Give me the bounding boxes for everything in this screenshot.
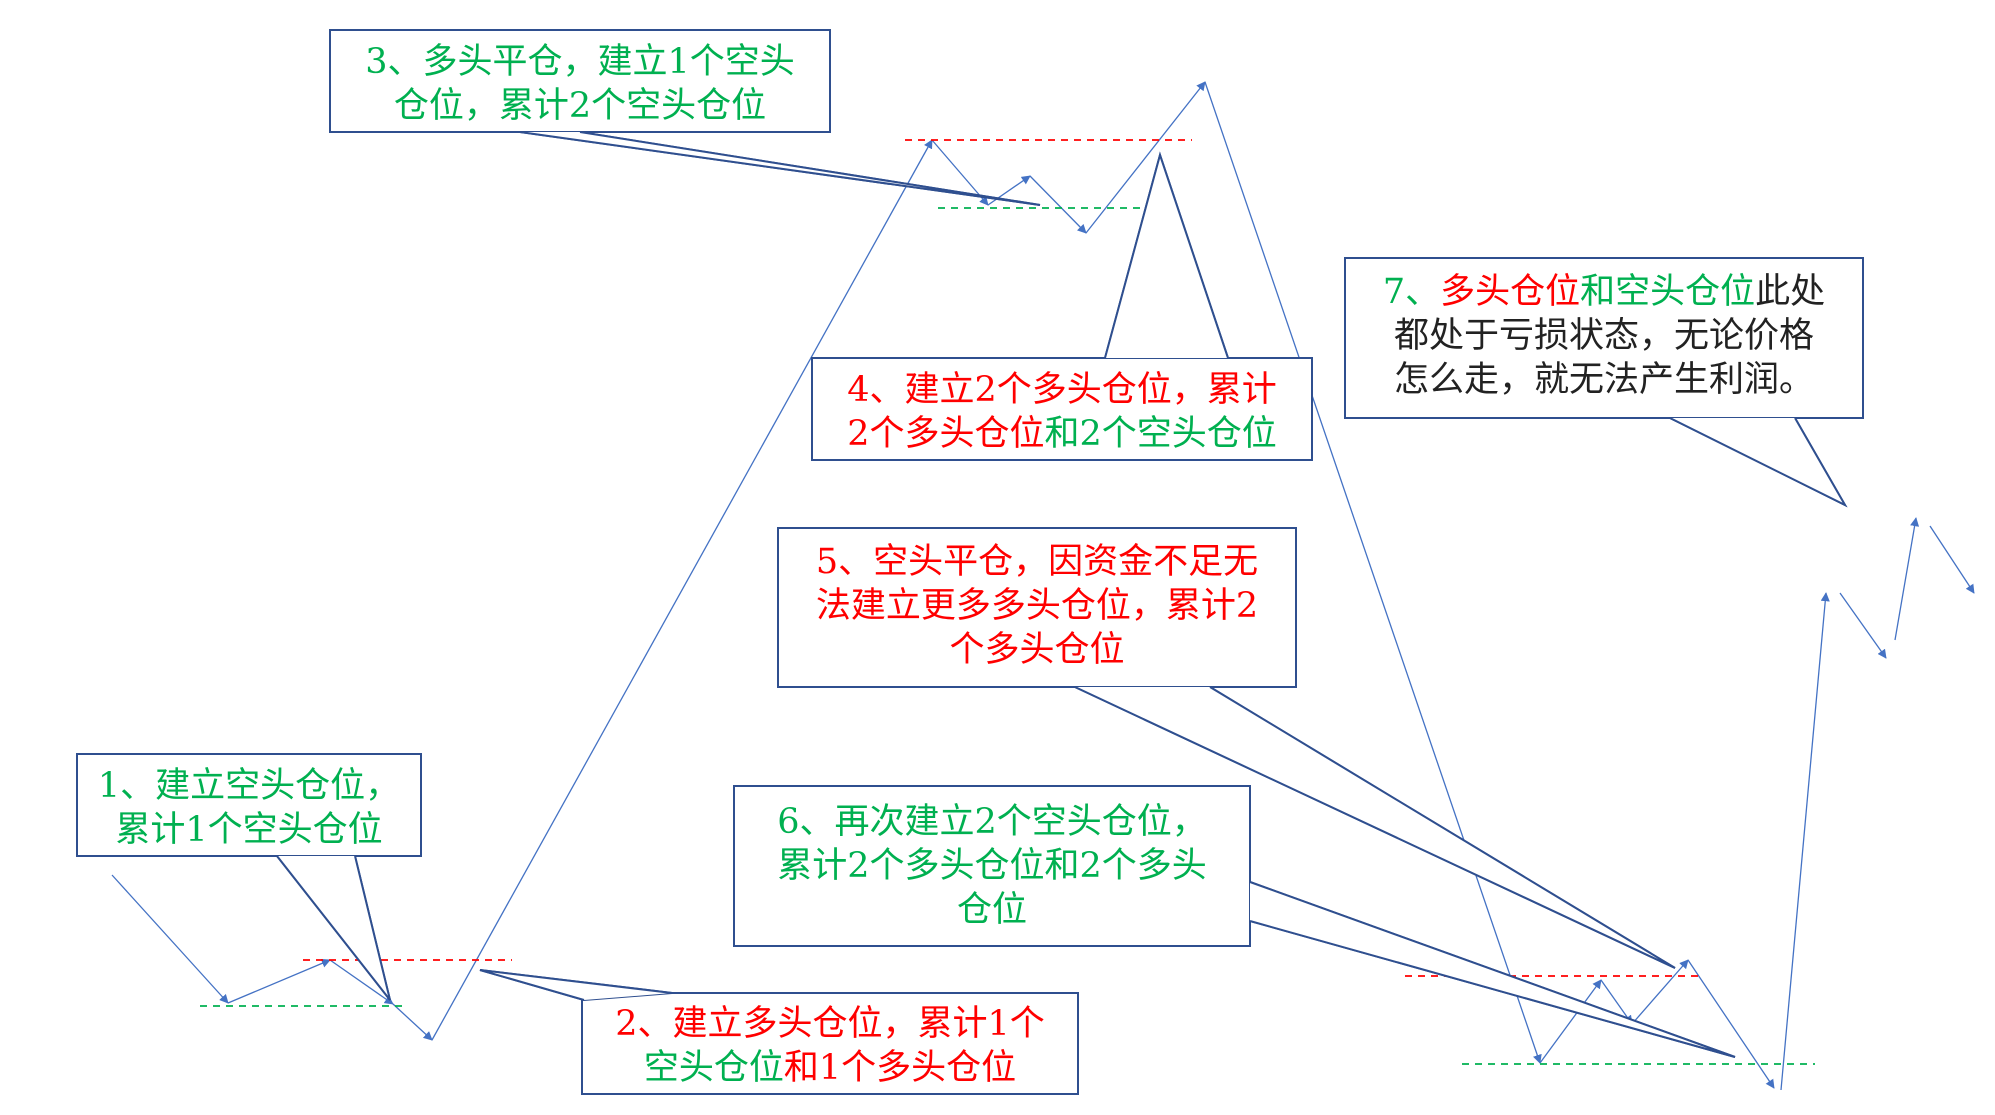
callout-box-3 <box>329 29 831 133</box>
callout-5-line-3-run-1: 个多头仓位 <box>949 630 1125 670</box>
price-segment-17 <box>1894 517 1920 641</box>
callout-6-line-2: 累计2个多头仓位和2个多头 <box>734 844 1250 888</box>
callout-text-6: 6、再次建立2个空头仓位，累计2个多头仓位和2个多头仓位 <box>734 800 1250 932</box>
callout-6-line-3: 仓位 <box>734 888 1250 932</box>
callout-4-line-2-run-2: 和2个空头仓位 <box>1044 414 1277 454</box>
callout-7-line-1-run-2: 多头仓位 <box>1440 272 1581 312</box>
callout-pointer-edge-4 <box>1104 151 1229 359</box>
callout-7-line-1-run-3: 和空头仓位 <box>1580 272 1756 312</box>
callout-5-line-1-run-1: 5、空头平仓，因资金不足无 <box>815 542 1259 582</box>
callout-pointer-edge-6 <box>1249 881 1736 1058</box>
price-segment-15 <box>1780 592 1830 1091</box>
callout-box-1 <box>76 753 422 857</box>
price-segment-2 <box>227 958 331 1004</box>
callout-3-line-2-run-1: 仓位，累计2个空头仓位 <box>393 86 767 126</box>
callout-1-line-1: 1、建立空头仓位， <box>77 764 421 808</box>
callout-5-line-1: 5、空头平仓，因资金不足无 <box>778 540 1296 584</box>
callout-7-line-1-run-4: 此处 <box>1755 272 1826 312</box>
callout-7-line-1-run-1: 7、 <box>1382 272 1441 312</box>
callout-pointer-edge-2 <box>479 969 673 1001</box>
price-segment-8 <box>1029 175 1087 234</box>
callout-5-line-2-run-1: 法建立更多多头仓位，累计2 <box>815 586 1259 626</box>
price-segment-3 <box>329 959 394 1005</box>
callout-2-line-2-run-1: 空头仓位 <box>643 1048 784 1088</box>
callout-6-line-2-run-1: 累计2个多头仓位和2个多头 <box>777 846 1207 886</box>
price-segment-10 <box>1204 81 1542 1064</box>
callout-7-line-1: 7、多头仓位和空头仓位此处 <box>1345 270 1863 314</box>
callout-box-6 <box>733 785 1251 947</box>
callout-box-7 <box>1344 257 1864 419</box>
callout-4-line-2-run-1: 2个多头仓位 <box>847 414 1045 454</box>
callout-box-5 <box>777 527 1297 688</box>
callout-3-line-1-run-1: 3、多头平仓，建立1个空头 <box>365 42 795 82</box>
callout-7-line-3-run-1: 怎么走，就无法产生利润。 <box>1393 360 1814 400</box>
callout-6-line-1: 6、再次建立2个空头仓位， <box>734 800 1250 844</box>
price-segment-14 <box>1687 959 1775 1089</box>
callout-1-line-2-run-1: 累计1个空头仓位 <box>115 810 383 850</box>
callout-1-line-2: 累计1个空头仓位 <box>77 808 421 852</box>
callout-5-line-2: 法建立更多多头仓位，累计2 <box>778 584 1296 628</box>
price-segment-4 <box>392 1003 433 1041</box>
callout-pointer-edge-1 <box>276 855 391 1001</box>
callout-2-line-2-run-2: 和1个多头仓位 <box>783 1048 1017 1088</box>
price-segment-5 <box>431 139 933 1041</box>
price-segment-6 <box>931 139 989 206</box>
callout-7-line-2: 都处于亏损状态，无论价格 <box>1345 314 1863 358</box>
callout-text-3: 3、多头平仓，建立1个空头仓位，累计2个空头仓位 <box>330 40 830 128</box>
price-segment-1 <box>111 874 229 1004</box>
callout-pointer-edge-7 <box>1669 417 1848 508</box>
price-segment-18 <box>1929 525 1975 594</box>
callout-6-line-3-run-1: 仓位 <box>956 890 1027 930</box>
callout-box-2 <box>581 992 1079 1095</box>
callout-7-line-2-run-1: 都处于亏损状态，无论价格 <box>1393 316 1814 356</box>
callout-3-line-2: 仓位，累计2个空头仓位 <box>330 84 830 128</box>
callout-5-line-3: 个多头仓位 <box>778 628 1296 672</box>
price-segment-7 <box>987 175 1031 206</box>
callout-2-line-1-run-1: 2、建立多头仓位，累计1个 <box>615 1004 1045 1044</box>
callout-3-line-1: 3、多头平仓，建立1个空头 <box>330 40 830 84</box>
callout-4-line-2: 2个多头仓位和2个空头仓位 <box>812 412 1312 456</box>
callout-box-4 <box>811 357 1313 461</box>
callout-2-line-2: 空头仓位和1个多头仓位 <box>582 1046 1078 1090</box>
price-segment-12 <box>1600 979 1633 1025</box>
price-segment-13 <box>1631 959 1689 1025</box>
callout-7-line-3: 怎么走，就无法产生利润。 <box>1345 358 1863 402</box>
price-segment-11 <box>1539 979 1602 1064</box>
callout-pointer-fill-2 <box>480 970 672 1000</box>
callout-4-line-1: 4、建立2个多头仓位，累计 <box>812 368 1312 412</box>
price-segment-9 <box>1085 81 1206 234</box>
callout-pointer-fill-4 <box>1105 155 1228 358</box>
callout-2-line-1: 2、建立多头仓位，累计1个 <box>582 1002 1078 1046</box>
callout-pointer-edge-5 <box>1074 686 1676 969</box>
callout-text-1: 1、建立空头仓位，累计1个空头仓位 <box>77 764 421 852</box>
callout-pointer-edge-3 <box>519 131 1041 206</box>
callout-text-7: 7、多头仓位和空头仓位此处都处于亏损状态，无论价格怎么走，就无法产生利润。 <box>1345 270 1863 402</box>
callout-6-line-1-run-1: 6、再次建立2个空头仓位， <box>777 802 1207 842</box>
price-segment-16 <box>1839 592 1887 659</box>
callout-4-line-1-run-1: 4、建立2个多头仓位，累计 <box>847 370 1277 410</box>
callout-1-line-1-run-1: 1、建立空头仓位， <box>97 766 401 806</box>
callout-text-2: 2、建立多头仓位，累计1个空头仓位和1个多头仓位 <box>582 1002 1078 1090</box>
